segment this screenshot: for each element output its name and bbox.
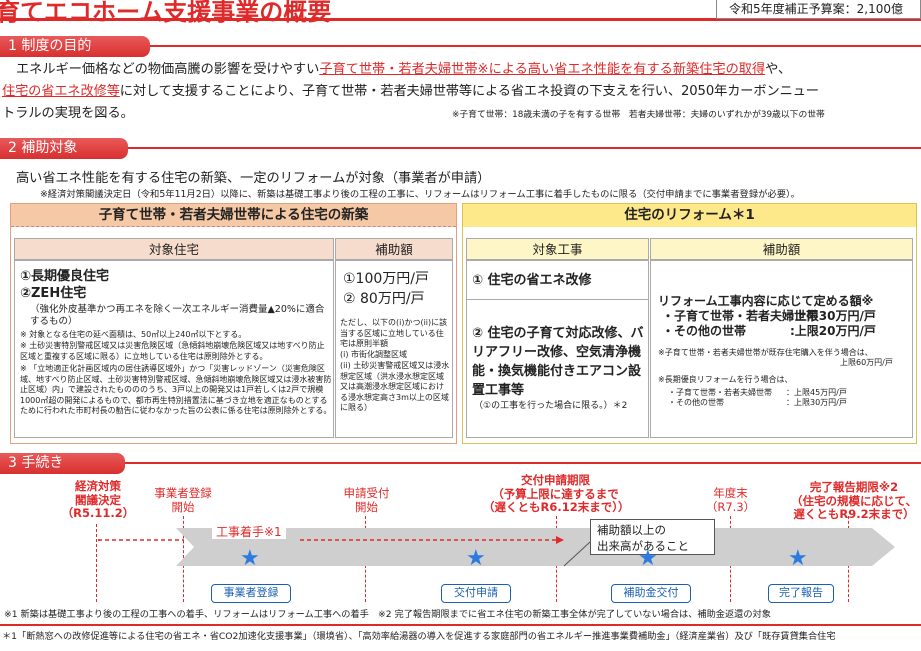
section-heading-purpose: 1 制度の目的 bbox=[0, 36, 150, 57]
construction-start-label: 工事着手※1 bbox=[212, 525, 286, 539]
target-lead: 高い省エネ性能を有する住宅の新築、一定のリフォームが対象（事業者が申請） bbox=[16, 171, 491, 186]
footnote-rule bbox=[0, 624, 921, 626]
newbuild-col-target: 対象住宅 bbox=[14, 238, 334, 260]
newbuild-note-1: ※ 対象となる住宅の延べ面積は、50㎡以上240㎡以下とする。 bbox=[20, 330, 247, 339]
section-rule-3 bbox=[0, 462, 921, 464]
reform-note-1-cap: 上限60万円/戸 bbox=[840, 358, 893, 367]
newbuild-panel bbox=[10, 203, 457, 444]
milestone-reception: 申請受付 開始 bbox=[343, 486, 390, 514]
reform-note-1: ※子育て世帯・若者夫婦世帯が既存住宅購入を伴う場合は、 bbox=[658, 348, 873, 357]
milestone-report-deadline: 完了報告期限※2 （住宅の規模に応じて、 遅くともR9.2末まで） bbox=[791, 480, 917, 521]
section-heading-procedure: 3 手続き bbox=[0, 453, 125, 474]
newbuild-item-1: ①長期優良住宅 bbox=[20, 269, 110, 284]
reform-panel bbox=[462, 203, 917, 444]
reform-work-1: ① 住宅の省エネ改修 bbox=[472, 273, 592, 288]
step-star-apply: ★ bbox=[466, 546, 486, 571]
reform-amount-head: リフォーム工事内容に応じて定める額※ bbox=[658, 294, 874, 308]
timeline-arrow bbox=[98, 528, 895, 566]
reform-work-2: ② 住宅の子育て対応改修、バリアフリー改修、空気清浄機能・換気機能付きエアコン設… bbox=[472, 326, 644, 398]
purpose-line-2: 住宅の省エネ改修等に対して支援することにより、子育て世帯・若者夫婦世帯等による省… bbox=[2, 84, 819, 99]
milestone-registration: 事業者登録 開始 bbox=[154, 486, 212, 514]
step-registration: 事業者登録 bbox=[211, 584, 291, 603]
reform-amount-row-2: ・その他の世帯:上限20万円/戸 bbox=[662, 324, 876, 338]
reform-col-amount: 補助額 bbox=[650, 238, 913, 260]
callout-pointer bbox=[563, 541, 591, 567]
newbuild-item-2: ②ZEH住宅 bbox=[20, 286, 87, 301]
milestone-cabinet: 経済対策 閣議決定 （R5.11.2） bbox=[61, 479, 135, 520]
newbuild-amount-cond-1: (i) 市街化調整区域 bbox=[340, 350, 408, 359]
newbuild-target-cell bbox=[14, 260, 334, 438]
reform-heading: 住宅のリフォーム＊1 bbox=[463, 204, 916, 227]
reform-work-2-note: （①の工事を行った場合に限る。）＊2 bbox=[474, 401, 628, 411]
purpose-line-1: エネルギー価格などの物価高騰の影響を受けやすい子育て世帯・若者夫婦世帯※による高… bbox=[16, 62, 792, 77]
reform-work-cell-2 bbox=[466, 299, 649, 438]
page-title: 育てエコホーム支援事業の概要 bbox=[0, 0, 332, 26]
target-note: ※経済対策閣議決定日（令和5年11月2日）以降に、新築は基礎工事より後の工程の工… bbox=[40, 189, 800, 200]
step-apply: 交付申請 bbox=[441, 584, 511, 603]
callout-progress: 補助額以上の 出来高があること bbox=[590, 519, 715, 555]
purpose-note: ※子育て世帯：18歳未満の子を有する世帯 若者夫婦世帯：夫婦のいずれかが39歳以… bbox=[452, 110, 825, 120]
section-rule-2 bbox=[0, 147, 921, 149]
newbuild-heading: 子育て世帯・若者夫婦世帯による住宅の新築 bbox=[11, 204, 456, 227]
step-star-report: ★ bbox=[788, 546, 808, 571]
newbuild-amount-2: ② 80万円/戸 bbox=[343, 291, 425, 307]
step-grant: 補助金交付 bbox=[611, 584, 691, 603]
newbuild-amount-note: ただし、以下の(i)かつ(ii)に該当する区域に立地している住宅は原則半額 bbox=[340, 318, 448, 348]
step-star-grant: ★ bbox=[638, 546, 658, 571]
reform-amount-cell bbox=[650, 260, 913, 438]
reform-amount-row-1: ・子育て世帯・若者夫婦世帯:上限30万円/戸 bbox=[662, 309, 876, 323]
section-rule-1 bbox=[0, 45, 921, 47]
newbuild-note-3: ※ 「立地適正化計画区域内の居住誘導区域外」かつ「災害レッドゾーン（災害危険区域… bbox=[20, 364, 332, 415]
milestone-fiscal-end: 年度末 （R7.3） bbox=[705, 486, 756, 514]
newbuild-amount-cell bbox=[335, 260, 453, 438]
reform-note-4: ・その他の世帯：上限30万円/戸 bbox=[668, 398, 847, 407]
section-heading-target: 2 補助対象 bbox=[0, 138, 128, 159]
budget-label: 令和5年度補正予算案：2,100億 bbox=[716, 0, 921, 19]
newbuild-note-2: ※ 土砂災害特別警戒区域又は災害危険区域（急傾斜地崩壊危険区域又は地すべり防止区… bbox=[20, 341, 325, 361]
newbuild-item-2-note: （強化外皮基準かつ再エネを除く一次エネルギー消費量▲20%に適合するもの） bbox=[30, 304, 325, 327]
reform-note-2: ※長期優良リフォームを行う場合は、 bbox=[658, 375, 793, 384]
procedure-note: ※1 新築は基礎工事より後の工程の工事への着手、リフォームはリフォーム工事への着… bbox=[4, 609, 771, 620]
milestone-line-1 bbox=[96, 524, 97, 602]
newbuild-col-amount: 補助額 bbox=[335, 238, 453, 260]
title-rule bbox=[0, 18, 921, 21]
step-report: 完了報告 bbox=[768, 584, 834, 603]
milestone-deadline: 交付申請期限 （予算上限に達するまで （遅くともR6.12末まで）） bbox=[483, 473, 630, 514]
newbuild-amount-cond-2: (ii) 土砂災害警戒区域又は浸水想定区域（洪水浸水想定区域又は高潮浸水想定区域… bbox=[340, 361, 450, 412]
footnote: ＊1「断熱窓への改修促進等による住宅の省エネ・省CO2加速化支援事業」（環境省）… bbox=[2, 631, 836, 642]
newbuild-amount-1: ①100万円/戸 bbox=[343, 271, 429, 287]
reform-col-work: 対象工事 bbox=[466, 238, 649, 260]
purpose-line-3: トラルの実現を図る。 bbox=[2, 106, 134, 121]
reform-note-3: ・子育て世帯・若者夫婦世帯：上限45万円/戸 bbox=[668, 388, 847, 397]
step-star-registration: ★ bbox=[240, 546, 260, 571]
